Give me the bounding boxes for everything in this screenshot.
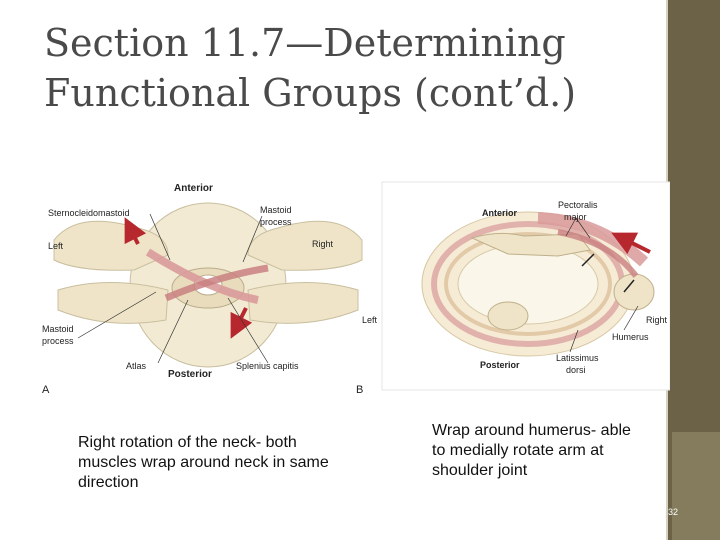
label-pectoralis-1: Pectoralis [558, 200, 598, 210]
label-humerus: Humerus [612, 332, 649, 342]
label-sternocleidomastoid: Sternocleidomastoid [48, 208, 130, 218]
label-latissimus-2: dorsi [566, 365, 586, 375]
label-mastoid-top-2: process [260, 217, 292, 227]
rotation-arrow-icon [230, 307, 253, 339]
panel-label-b: B [356, 384, 363, 396]
label-mastoid-top-1: Mastoid [260, 205, 292, 215]
label-b-right: Right [646, 315, 668, 325]
label-mastoid-left-2: process [42, 336, 74, 346]
slide-title: Section 11.7—Determining Functional Grou… [44, 18, 644, 118]
title-line-1: Section 11.7—Determining [44, 21, 566, 65]
panel-label-a: A [42, 384, 50, 396]
anatomy-figure: Anterior Sternocleidomastoid Mastoid pro… [42, 181, 670, 396]
sidebar-accent-block [672, 432, 720, 540]
neck-cross-section [53, 202, 363, 368]
label-pectoralis-2: major [564, 212, 587, 222]
label-a-posterior: Posterior [168, 369, 212, 380]
label-latissimus-1: Latissimus [556, 353, 599, 363]
label-a-left: Left [48, 241, 64, 251]
label-a-anterior: Anterior [174, 183, 213, 194]
small-arrow-icon [623, 279, 635, 293]
page-number: 32 [667, 507, 678, 517]
label-atlas: Atlas [126, 361, 147, 371]
label-b-anterior: Anterior [482, 208, 518, 218]
label-splenius-capitis: Splenius capitis [236, 361, 299, 371]
label-b-left: Left [362, 315, 378, 325]
label-b-posterior: Posterior [480, 360, 520, 370]
label-mastoid-left-1: Mastoid [42, 324, 74, 334]
small-arrow-icon [581, 253, 595, 267]
thorax-cross-section [421, 211, 655, 357]
label-a-right: Right [312, 239, 334, 249]
caption-neck-rotation: Right rotation of the neck- both muscles… [78, 434, 329, 491]
title-line-2: Functional Groups (cont’d.) [44, 71, 577, 115]
caption-humerus-rotation: Wrap around humerus- able to medially ro… [432, 422, 631, 479]
rotation-arrow-icon [124, 217, 147, 245]
rotation-arrow-icon [611, 232, 651, 255]
